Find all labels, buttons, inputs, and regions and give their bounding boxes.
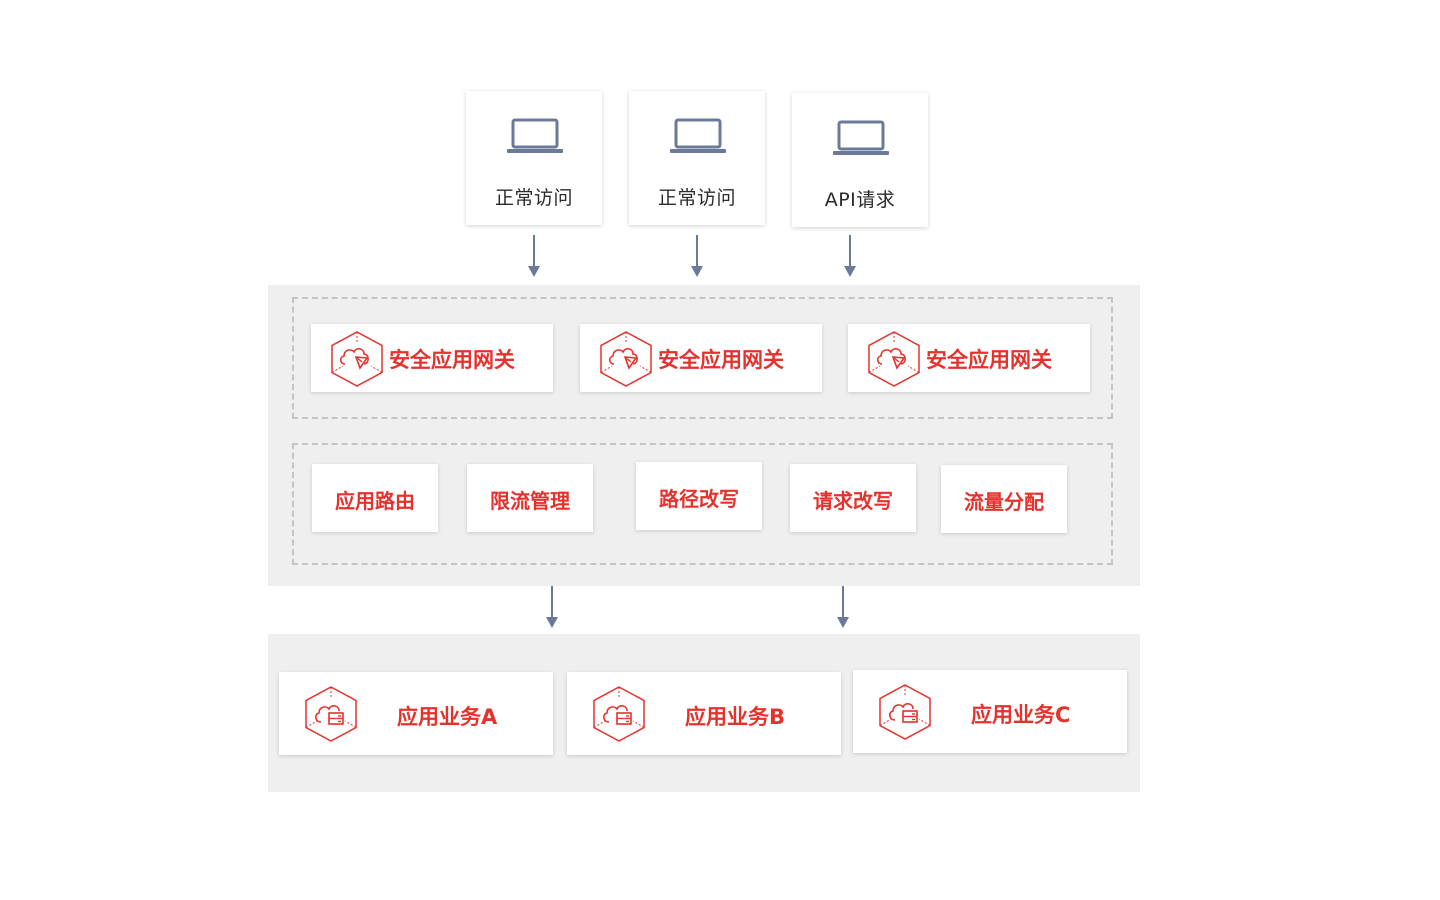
gateway-card: 安全应用网关 xyxy=(311,324,553,392)
feature-card-app-routing: 应用路由 xyxy=(312,464,438,532)
arrow-down xyxy=(843,235,857,278)
service-cube-icon xyxy=(591,685,647,743)
gateway-cube-icon xyxy=(329,330,385,388)
arrow-down xyxy=(545,586,559,629)
arrow-down xyxy=(527,235,541,278)
client-card-api-request: API请求 xyxy=(792,93,928,227)
feature-card-rate-limit: 限流管理 xyxy=(467,464,593,532)
arrow-down xyxy=(690,235,704,278)
service-card-a: 应用业务A xyxy=(279,672,553,755)
service-card-b: 应用业务B xyxy=(567,672,841,755)
feature-card-traffic-split: 流量分配 xyxy=(941,465,1067,533)
feature-label: 路径改写 xyxy=(659,487,739,511)
gateway-cube-icon xyxy=(866,330,922,388)
feature-card-request-rewrite: 请求改写 xyxy=(790,464,916,532)
laptop-icon xyxy=(506,117,564,157)
client-label: 正常访问 xyxy=(494,187,573,209)
service-label: 应用业务B xyxy=(685,705,786,729)
feature-card-path-rewrite: 路径改写 xyxy=(636,462,762,530)
feature-label: 限流管理 xyxy=(490,489,570,513)
feature-label: 应用路由 xyxy=(335,489,415,513)
gateway-group xyxy=(292,297,1113,419)
gateway-cube-icon xyxy=(598,330,654,388)
service-cube-icon xyxy=(303,685,359,743)
service-card-c: 应用业务C xyxy=(853,670,1127,753)
feature-label: 流量分配 xyxy=(964,490,1044,514)
service-label: 应用业务A xyxy=(397,705,498,729)
service-label: 应用业务C xyxy=(971,703,1071,727)
client-card-normal-access-1: 正常访问 xyxy=(466,91,602,225)
client-card-normal-access-2: 正常访问 xyxy=(629,91,765,225)
laptop-icon xyxy=(669,117,727,157)
gateway-card: 安全应用网关 xyxy=(848,324,1090,392)
arrow-down xyxy=(836,586,850,629)
client-label: 正常访问 xyxy=(657,187,736,209)
gateway-label: 安全应用网关 xyxy=(389,348,515,372)
feature-label: 请求改写 xyxy=(813,489,893,513)
feature-group xyxy=(292,443,1113,565)
service-cube-icon xyxy=(877,683,933,741)
gateway-card: 安全应用网关 xyxy=(580,324,822,392)
gateway-label: 安全应用网关 xyxy=(926,348,1052,372)
client-label: API请求 xyxy=(824,189,896,211)
gateway-label: 安全应用网关 xyxy=(658,348,784,372)
laptop-icon xyxy=(832,119,890,159)
